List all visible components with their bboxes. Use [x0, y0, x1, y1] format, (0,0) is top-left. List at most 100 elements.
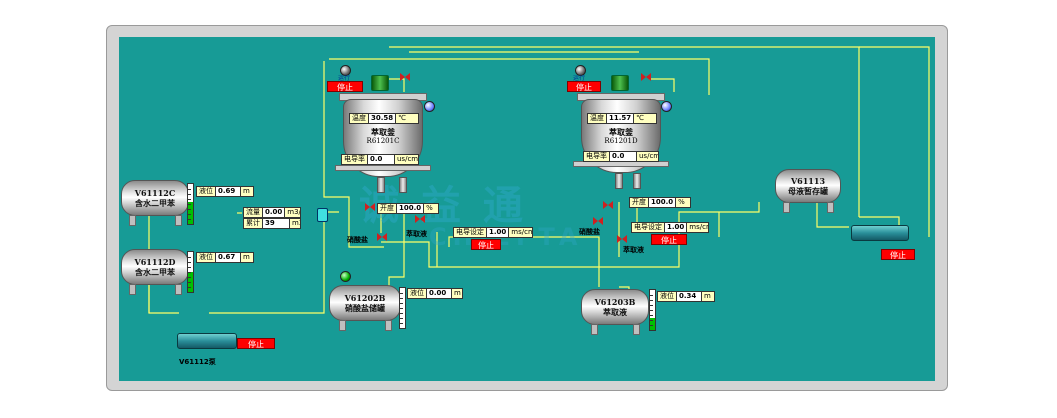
valve-c-label: 萃取液	[406, 230, 427, 238]
tank-v61112d-level-value: 0.67	[215, 253, 241, 262]
reactor-d-stop-button[interactable]: 停止	[567, 81, 601, 92]
tank-v61112c-level-gauge	[187, 183, 194, 225]
reactor-d-side-indicator	[661, 101, 672, 112]
flowmeter-icon	[317, 208, 328, 222]
pump-right-icon[interactable]	[851, 225, 909, 241]
tank-v61202b-level-value: 0.00	[426, 289, 452, 298]
gauge-tick	[188, 267, 191, 268]
tank-v61202b-indicator[interactable]	[340, 271, 351, 282]
cond-set-d-value: 1.00	[664, 223, 688, 232]
gauge-tick	[400, 323, 403, 324]
reactor-c-cond-value: 0.0	[367, 155, 395, 164]
reactor-d-run-indicator[interactable]	[575, 65, 586, 76]
reactor-d-bottom-valve-icon[interactable]	[603, 201, 613, 209]
pump-v61112-label: V61112泵	[179, 358, 216, 366]
tank-v61202b-name: 硝酸盐储罐	[345, 303, 385, 313]
valve-d-extract-icon[interactable]	[617, 235, 627, 243]
tank-v61113-name: 母液暂存罐	[788, 186, 828, 196]
reactor-c-temp-value: 30.58	[368, 114, 397, 123]
tank-v61113: V61113 母液暂存罐	[775, 169, 841, 203]
nitrate-label-right: 硝酸盐	[579, 228, 600, 236]
tank-v61202b: V61202B 硝酸盐储罐	[329, 285, 401, 321]
gauge-tick	[650, 300, 653, 301]
tank-v61202b-leg-left	[339, 320, 346, 331]
tank-v61112d: V61112D 含水二甲苯	[121, 249, 189, 285]
gauge-tick	[188, 189, 191, 190]
gauge-tick	[188, 214, 191, 215]
reactor-c-top-valve-icon[interactable]	[400, 73, 410, 81]
tank-v61202b-leg-right	[385, 320, 392, 331]
reactor-d-name: 萃取釜	[609, 128, 633, 137]
gauge-tick	[650, 325, 653, 326]
tank-v61203b-leg-left	[591, 324, 598, 335]
valve-d-label: 萃取液	[623, 246, 644, 254]
cond-set-d-stop-button[interactable]: 停止	[651, 234, 687, 245]
gauge-tick	[188, 194, 191, 195]
tank-v61112c: V61112C 含水二甲苯	[121, 180, 189, 216]
reactor-d-top-valve-icon[interactable]	[641, 73, 651, 81]
tank-v61203b-name: 萃取液	[603, 307, 627, 317]
valve-c-extract-icon[interactable]	[415, 215, 425, 223]
tank-v61112c-leg-left	[129, 215, 136, 226]
cond-set-c-stop-button[interactable]: 停止	[471, 239, 501, 250]
gauge-tick	[188, 272, 191, 273]
gauge-tick	[188, 204, 191, 205]
gauge-tick	[188, 219, 191, 220]
reactor-c-jacket-rim	[335, 165, 431, 171]
nitrate-valve-left-icon[interactable]	[377, 233, 387, 241]
tank-v61112d-leg-left	[129, 284, 136, 295]
tank-v61112d-name: 含水二甲苯	[135, 267, 175, 277]
reactor-c-bottom-valve-icon[interactable]	[365, 203, 375, 211]
reactor-c-side-indicator	[424, 101, 435, 112]
reactor-d-temp-value: 11.57	[606, 114, 635, 123]
valve-c-open-value: 100.0	[396, 204, 425, 213]
tank-v61203b-level-gauge	[649, 289, 656, 331]
tank-v61203b-level-value: 0.34	[676, 292, 702, 301]
reactor-d-agitator-motor-icon	[611, 75, 629, 91]
tank-v61113-leg-left	[783, 202, 790, 213]
pump-v61112-icon[interactable]	[177, 333, 237, 349]
tank-v61112c-name: 含水二甲苯	[135, 198, 175, 208]
reactor-c-tag: R61201C	[366, 137, 400, 145]
gauge-tick	[650, 295, 653, 296]
pump-v61112-stop-button[interactable]: 停止	[237, 338, 275, 349]
gauge-tick	[188, 199, 191, 200]
valve-d-open-value: 100.0	[648, 198, 677, 207]
pipe-network	[148, 46, 930, 314]
tank-v61113-leg-right	[827, 202, 834, 213]
flowmeter-flow-value: 0.00	[262, 208, 286, 217]
pump-right-stop-button[interactable]: 停止	[881, 249, 915, 260]
gauge-tick	[188, 262, 191, 263]
gauge-tick	[188, 209, 191, 210]
flowmeter-total-panel: 累计39m3	[243, 218, 301, 229]
tank-v61203b-leg-right	[633, 324, 640, 335]
reactor-c-outlet-left	[377, 177, 385, 193]
reactor-c-stop-button[interactable]: 停止	[327, 81, 363, 92]
gauge-tick	[188, 257, 191, 258]
gauge-tick	[400, 293, 403, 294]
tank-v61112c-leg-right	[175, 215, 182, 226]
nitrate-valve-right-icon[interactable]	[593, 217, 603, 225]
reactor-d-run-label: 运行	[573, 75, 586, 82]
tank-v61112c-tag: V61112C	[134, 188, 176, 198]
gauge-tick	[188, 287, 191, 288]
tank-v61113-tag: V61113	[790, 176, 826, 186]
tank-v61203b-tag: V61203B	[594, 297, 636, 307]
gauge-tick	[400, 308, 403, 309]
gauge-tick	[400, 303, 403, 304]
gauge-tick	[650, 315, 653, 316]
tank-v61112c-level-value: 0.69	[215, 187, 241, 196]
reactor-c-run-indicator[interactable]	[340, 65, 351, 76]
nitrate-label-left: 硝酸盐	[347, 236, 368, 244]
